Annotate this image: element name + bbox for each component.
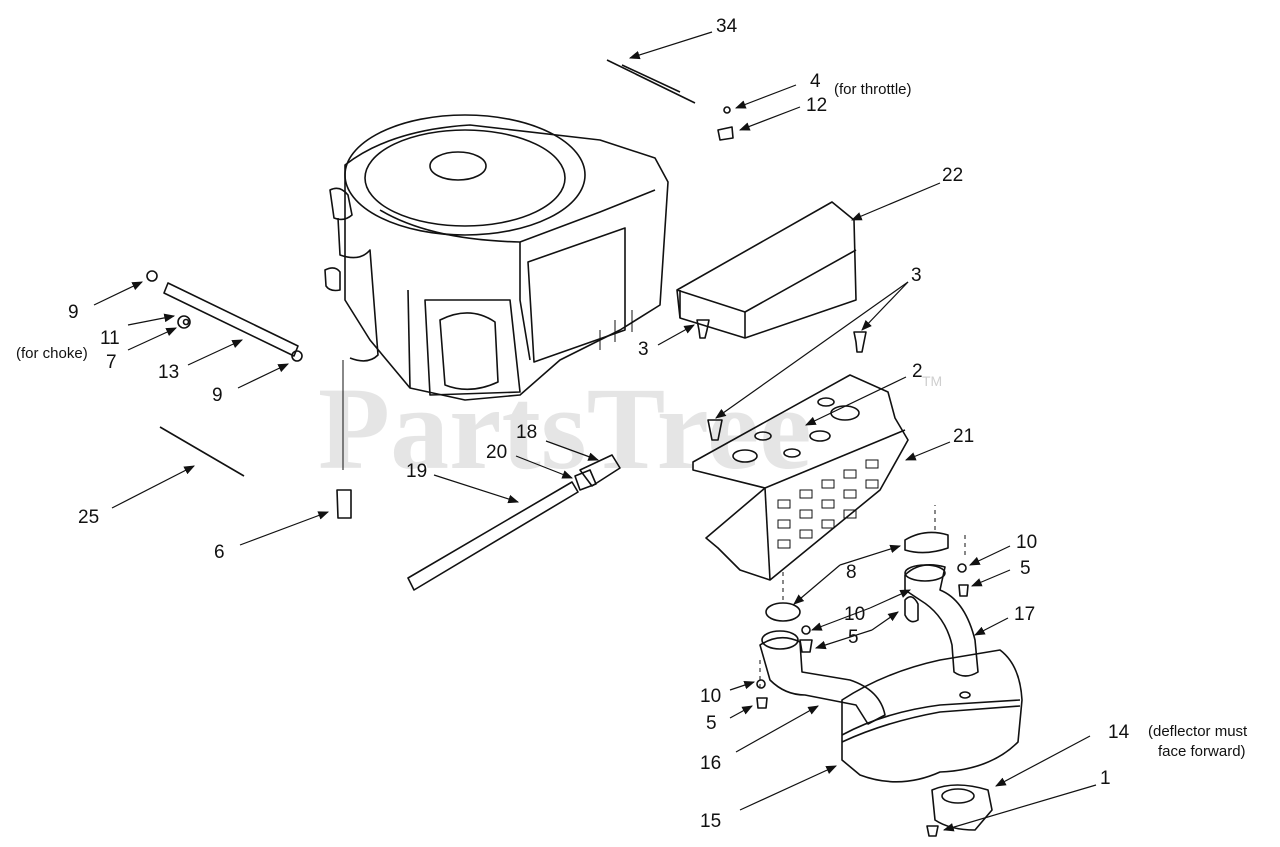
bolt-5a: [958, 584, 969, 597]
gasket-8b: [765, 602, 801, 622]
screw-3b: [853, 331, 867, 353]
clip-12: [717, 126, 734, 141]
bushing-9b: [291, 350, 303, 362]
muffler-15: [841, 649, 1023, 783]
callout-25: 25: [78, 507, 99, 528]
note-for-throttle: (for throttle): [834, 81, 912, 98]
lockwasher-10a: [957, 563, 967, 573]
callout-19: 19: [406, 461, 427, 482]
callout-10-middle: 10: [844, 604, 865, 625]
callout-15: 15: [700, 811, 721, 832]
alignment-lines: [759, 505, 966, 690]
fuel-line-19: [407, 481, 579, 591]
callout-9-top: 9: [68, 302, 79, 323]
callout-34: 34: [716, 16, 738, 37]
callout-1: 1: [1100, 768, 1111, 789]
bolt-5c: [756, 697, 768, 709]
bushing-9a: [146, 270, 158, 282]
note-deflector-line2: face forward): [1158, 743, 1246, 760]
leader-lines: [93, 31, 1097, 832]
tie-strap-25: [159, 426, 245, 477]
engine-drawing: [324, 114, 669, 401]
callout-10-left: 10: [700, 686, 721, 707]
callout-10-right: 10: [1016, 532, 1037, 553]
note-deflector-line1: (deflector must: [1148, 723, 1248, 740]
watermark-trademark: TM: [922, 373, 942, 389]
callout-21: 21: [953, 426, 974, 447]
choke-rod-13: [163, 282, 299, 357]
callout-11: 11: [100, 328, 120, 349]
lockwasher-10c: [756, 679, 766, 689]
callout-16: 16: [700, 753, 721, 774]
callout-8: 8: [846, 562, 857, 583]
screw-2: [707, 419, 723, 441]
deflector-14: [931, 784, 993, 831]
screw-1: [926, 825, 939, 837]
gasket-8a: [904, 531, 949, 554]
throttle-cable-34: [606, 59, 696, 104]
washer-7: [182, 318, 190, 326]
hose-clamp-20: [574, 469, 597, 491]
screw-3a: [696, 319, 710, 339]
callout-5-left: 5: [706, 713, 717, 734]
callout-17: 17: [1014, 604, 1035, 625]
callout-3-top: 3: [911, 265, 922, 286]
callout-3-left: 3: [638, 339, 649, 360]
fuel-filter-18: [579, 454, 621, 487]
callout-18: 18: [516, 422, 537, 443]
callout-6: 6: [214, 542, 225, 563]
callout-4: 4: [810, 71, 821, 92]
washer-4: [723, 106, 731, 114]
callout-5-right: 5: [1020, 558, 1031, 579]
callout-7: 7: [106, 352, 117, 373]
callout-20: 20: [486, 442, 507, 463]
exhaust-pipe-16: [759, 636, 886, 725]
bolt-5b: [799, 639, 813, 653]
dipstick-cap-6: [336, 489, 352, 519]
callout-13: 13: [158, 362, 179, 383]
callout-5-middle: 5: [848, 627, 859, 648]
note-for-choke: (for choke): [16, 345, 88, 362]
muffler-shield-21: [692, 374, 909, 581]
exhaust-stud: [904, 596, 919, 623]
nut-11: [177, 315, 191, 329]
callout-2: 2: [912, 361, 923, 382]
cover-22: [676, 201, 857, 339]
callout-labels: 34 4 12 22 3 3 2 21 9 11 7 13 9 25 6 19 …: [68, 16, 1130, 832]
callout-22: 22: [942, 165, 963, 186]
exhaust-pipe-17: [904, 564, 979, 677]
callout-9-bottom: 9: [212, 385, 223, 406]
callout-14: 14: [1108, 722, 1130, 743]
lockwasher-10b: [801, 625, 811, 635]
callout-12: 12: [806, 95, 827, 116]
watermark-text: PartsTree: [318, 363, 812, 494]
